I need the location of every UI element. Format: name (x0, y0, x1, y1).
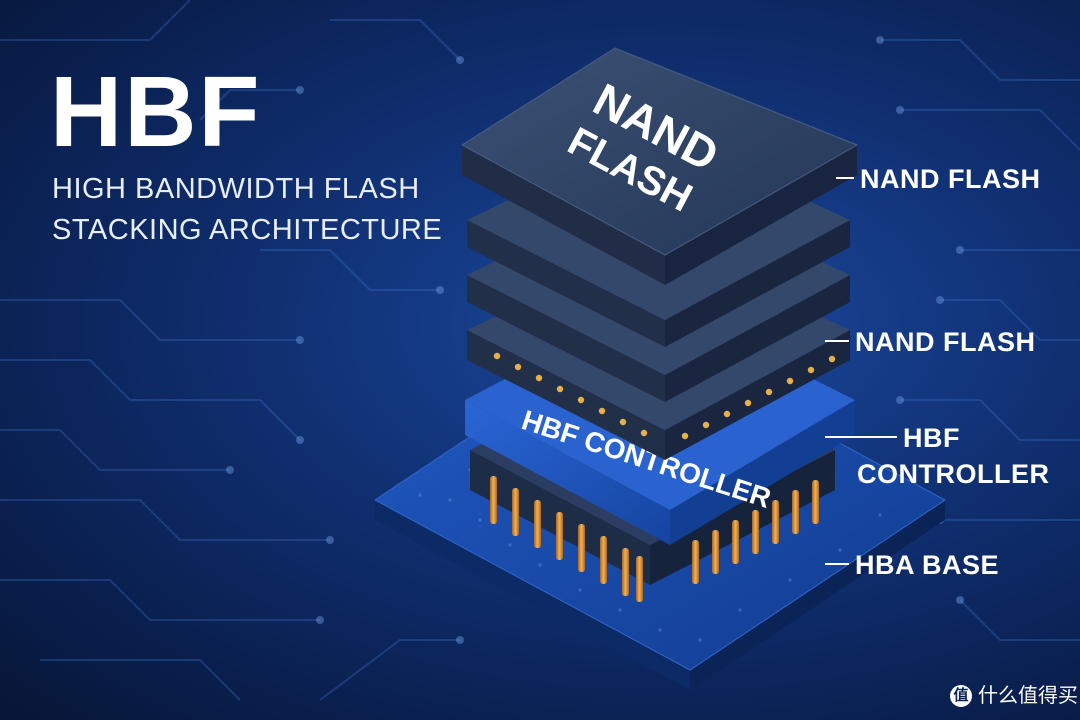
callout-controller: HBF (825, 425, 960, 452)
callout-top-nand: NAND FLASH (836, 166, 1041, 193)
callout-top-nand-text: NAND FLASH (860, 164, 1041, 194)
subtitle-line-2: STACKING ARCHITECTURE (52, 214, 443, 246)
watermark: 值 什么值得买 (950, 684, 1078, 708)
callout-base: HBA BASE (825, 552, 999, 579)
callout-lower-nand-text: NAND FLASH (855, 327, 1036, 357)
callout-lower-nand: NAND FLASH (825, 329, 1036, 356)
callout-line (825, 562, 849, 565)
die3-contacts (493, 352, 836, 440)
callout-controller-line2: CONTROLLER (857, 459, 1050, 489)
pins-left (490, 476, 643, 602)
callout-base-text: HBA BASE (855, 550, 1000, 580)
watermark-text: 什么值得买 (978, 685, 1078, 707)
page-title: HBF (50, 56, 262, 168)
pins-right (692, 480, 819, 584)
nand-die-top: NAND FLASH (461, 47, 859, 285)
zhi-logo-icon: 值 (950, 685, 972, 707)
callout-line (836, 176, 854, 179)
callout-controller-line1: HBF (903, 423, 960, 453)
subtitle-line-1: HIGH BANDWIDTH FLASH (52, 173, 420, 205)
callout-line (825, 435, 897, 438)
callout-line (825, 339, 849, 342)
